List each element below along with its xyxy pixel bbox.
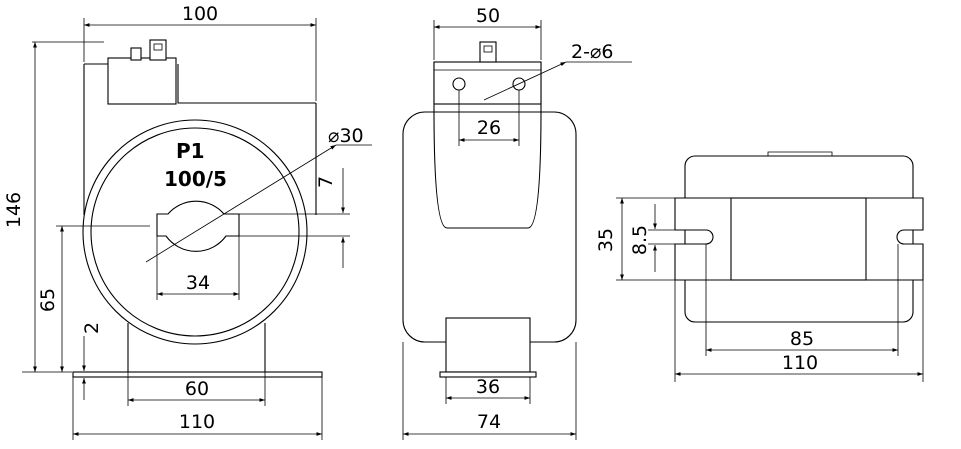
base-center-box [730, 197, 867, 281]
dim-foot-spacing: 60 [185, 378, 209, 400]
base-body [684, 155, 914, 323]
side-view: 50 2-⌀6 26 36 74 [402, 5, 632, 440]
dim-overall-width: 74 [477, 411, 501, 433]
terminal-pin [130, 47, 142, 61]
base-view: 35 8.5 85 110 [595, 151, 924, 382]
dim-window-height: 65 [37, 288, 59, 312]
front-view: P1 100/5 100 146 65 2 60 110 34 ⌀30 [3, 3, 372, 440]
dim-slot-width: 8.5 [629, 225, 651, 255]
dim-base-width-front: 110 [179, 411, 215, 433]
dim-slot: 7 [315, 176, 337, 188]
front-foot [127, 323, 266, 372]
dim-hole-spacing: 26 [477, 117, 501, 139]
dim-window-width: 34 [186, 272, 210, 294]
terminal-box [107, 57, 177, 105]
outer-ring [82, 119, 308, 345]
dim-base-thickness: 2 [81, 322, 103, 334]
dim-slot-spacing: 85 [790, 328, 814, 350]
dim-width-front: 100 [182, 3, 218, 25]
side-foot [445, 317, 531, 373]
front-base-plate [72, 371, 323, 378]
side-base-plate [439, 371, 537, 378]
primary-window [156, 200, 240, 252]
side-body [402, 111, 577, 343]
side-mount-plate [433, 61, 542, 105]
side-plate [433, 61, 542, 229]
dim-overall-length: 110 [782, 352, 818, 374]
inner-ring [90, 127, 300, 337]
front-housing [83, 63, 317, 215]
terminal-label: P1 [176, 139, 205, 163]
dim-base-height: 35 [595, 228, 617, 252]
dim-foot-width: 36 [476, 376, 500, 398]
dim-diameter: ⌀30 [328, 125, 364, 147]
dim-top-width: 50 [476, 5, 500, 27]
dim-height-front: 146 [3, 192, 25, 228]
ratio-label: 100/5 [164, 167, 227, 191]
dim-holes: 2-⌀6 [571, 41, 613, 63]
